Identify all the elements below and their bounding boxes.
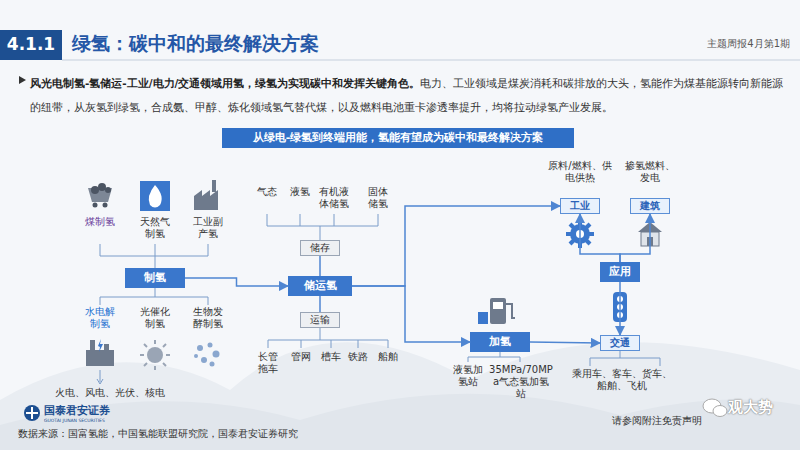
flow-connector <box>319 296 321 312</box>
bullet-paragraph: 风光电制氢-氢储运-工业/电力/交通领域用氢，绿氢为实现碳中和发挥关键角色。电力… <box>30 70 790 118</box>
source-label: 煤制氢 <box>80 216 120 228</box>
bracket-line <box>267 214 388 348</box>
source-label: 天然气制氢 <box>137 216 173 240</box>
sector-box: 建筑 <box>630 198 670 214</box>
source-label: 光催化制氢 <box>137 306 173 330</box>
node-text: 加氢 <box>486 336 514 349</box>
use-label: 掺氢燃料、发电 <box>622 160 678 184</box>
source-label: 生物发酵制氢 <box>190 306 226 330</box>
sector-box: 工业 <box>560 198 600 214</box>
house-icon <box>638 222 662 246</box>
gear-icon <box>566 220 594 248</box>
gas-flame-icon <box>140 181 170 211</box>
leader-line <box>100 370 101 382</box>
use-label: 原料/燃料、供电供热 <box>546 160 614 184</box>
mountain-art <box>0 342 800 450</box>
flow-connector <box>352 286 470 342</box>
node-text: 储存 <box>307 242 333 254</box>
flow-connector <box>620 214 650 262</box>
transport-label: 船舶 <box>376 351 400 363</box>
node-text: 从绿电-绿氢到终端用能，氢能有望成为碳中和最终解决方案 <box>250 132 547 145</box>
bracket-line <box>590 351 660 366</box>
flow-connector <box>352 206 560 286</box>
leader-line <box>97 379 103 384</box>
banner-box: 从绿电-绿氢到终端用能，氢能有望成为碳中和最终解决方案 <box>222 128 574 148</box>
storage-label: 固体储氢 <box>366 186 390 210</box>
issue-tag: 主题周报4月第1期 <box>640 38 790 50</box>
source-note: 数据来源：国富氢能，中国氢能联盟研究院，国泰君安证券研究 <box>18 428 418 439</box>
node-text: 工业 <box>567 200 593 212</box>
node-text: 建筑 <box>637 200 663 212</box>
node-text: 应用 <box>606 266 634 279</box>
slide-title: 绿氢：碳中和的最终解决方案 <box>72 32 572 55</box>
watermark-icon <box>703 399 727 417</box>
process-box: 运输 <box>300 312 340 328</box>
bio-icon <box>194 343 220 367</box>
coal-cart-icon <box>88 183 112 208</box>
bullet-mark <box>19 76 26 84</box>
bullet-lead: 风光电制氢-氢储运-工业/电力/交通领域用氢，绿氢为实现碳中和发挥关键角色。 <box>30 77 420 89</box>
flow-connector <box>185 278 288 286</box>
storage-label: 气态 <box>255 186 279 198</box>
flow-connector <box>530 342 600 343</box>
flow-connector <box>580 214 620 262</box>
traffic-light-icon <box>613 292 627 322</box>
station-label: 35MPa/70MPa气态氢加氢站 <box>488 364 554 400</box>
storage-label: 液氢 <box>288 186 312 198</box>
node-text: 运输 <box>307 314 333 326</box>
source-label: 工业副产氢 <box>190 216 226 240</box>
flow-connector <box>619 282 621 335</box>
logo-mark <box>24 405 40 421</box>
transport-label: 长管拖车 <box>256 351 280 375</box>
node-text: 4.1.1 <box>4 35 58 55</box>
source-label: 水电解制氢 <box>82 306 118 330</box>
sun-icon <box>140 340 170 370</box>
sector-box: 交通 <box>600 335 640 351</box>
node-text: 制氢 <box>141 272 169 285</box>
factory-icon <box>194 180 218 210</box>
section-number: 4.1.1 <box>0 30 62 60</box>
logo-text: 国泰君安证券 <box>44 404 134 417</box>
electrolysis-plant-icon <box>86 339 114 366</box>
transport-label: 槽车 <box>319 351 343 363</box>
node-text: 储运氢 <box>301 280 340 293</box>
process-box: 制氢 <box>125 268 185 288</box>
node-text: 交通 <box>607 337 633 349</box>
power-label: 火电、风电、光伏、核电 <box>50 387 170 399</box>
process-box: 储运氢 <box>288 276 352 296</box>
process-box: 加氢 <box>470 332 530 352</box>
station-label: 液氢加氢站 <box>452 364 484 388</box>
transport-label: 铁路 <box>346 351 370 363</box>
transport-label: 管网 <box>289 351 313 363</box>
bracket-line <box>468 352 520 362</box>
process-box: 应用 <box>600 262 640 282</box>
header-rule <box>62 60 800 61</box>
process-box: 储存 <box>300 240 340 256</box>
mountain-art <box>0 394 800 450</box>
watermark: 观大势 <box>728 398 792 416</box>
vehicle-label: 乘用车、客车、货车、船舶、飞机 <box>568 368 676 392</box>
hydrogen-pump-icon <box>478 298 515 324</box>
flow-connector <box>319 256 321 276</box>
bracket-line <box>100 244 208 305</box>
storage-label: 有机液体储氢 <box>318 186 350 210</box>
logo-subtext: GUOTAI JUNAN SECURITIES <box>44 418 154 423</box>
disclaimer-note: 请参阅附注免责声明 <box>612 415 722 427</box>
